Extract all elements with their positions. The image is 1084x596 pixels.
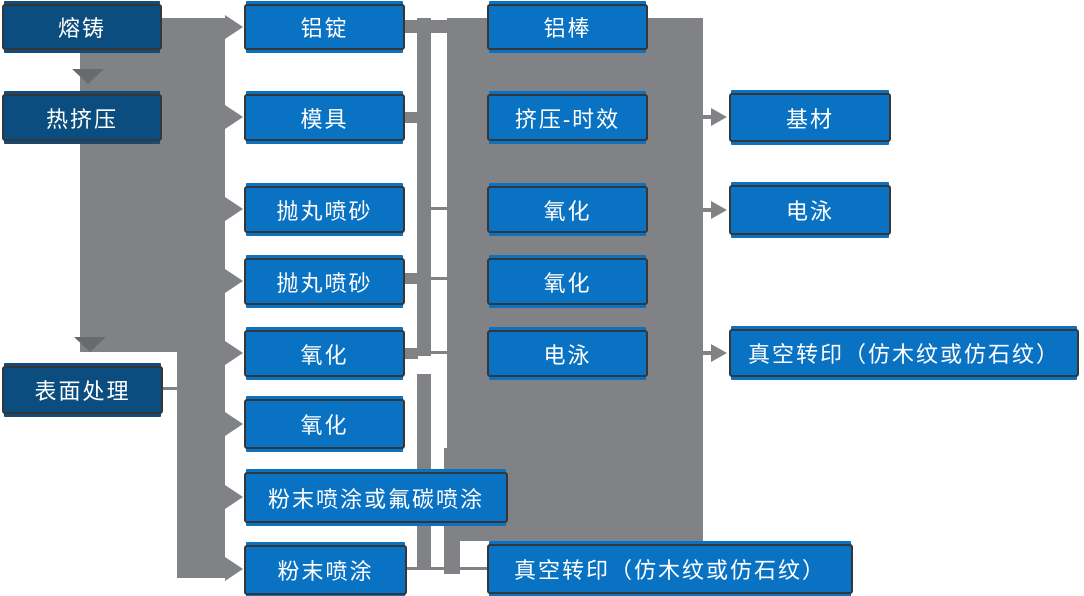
arrowhead-down-to-hot-extrusion [72, 69, 104, 84]
connector-stub-ingot-left [405, 20, 418, 33]
stage-melting-casting: 熔铸 [2, 4, 162, 50]
node-oxidation-2: 氧化 [244, 399, 405, 449]
arrowhead-to-powder [225, 557, 243, 581]
connector-shaft-electrophoresis [703, 208, 712, 212]
connector-shaft-base-material [703, 115, 712, 119]
arrowhead-to-blast2 [225, 269, 243, 293]
connector-mid-bar-upper [417, 18, 431, 356]
stage-hot-extrusion: 热挤压 [2, 94, 162, 141]
arrowhead-to-blast1 [225, 197, 243, 221]
connector-stub-oxidation1 [405, 348, 418, 359]
connector-stub-ingot-right [431, 20, 448, 33]
node-shot-blasting-2: 抛丸喷砂 [244, 258, 405, 305]
arrowhead-to-base-material [711, 108, 727, 126]
connector-shaft-vacuum-transfer [703, 351, 712, 355]
node-mold: 模具 [244, 94, 405, 141]
arrowhead-to-oxidation1 [225, 341, 243, 365]
node-powder-or-fluorocarbon-coating: 粉末喷涂或氟碳喷涂 [244, 472, 508, 523]
arrowhead-to-oxidation2 [225, 412, 243, 436]
arrowhead-to-aluminum-ingot [225, 15, 243, 39]
node-shot-blasting-1: 抛丸喷砂 [244, 186, 405, 233]
arrowhead-to-powder-fluoro [225, 485, 243, 509]
stage-surface-treatment: 表面处理 [2, 366, 163, 414]
connector-line-row4 [431, 277, 448, 280]
node-aluminum-ingot: 铝锭 [244, 4, 405, 50]
connector-stub-mold [405, 112, 418, 123]
connector-line-row3 [431, 207, 448, 210]
arrowhead-to-vacuum-transfer [711, 344, 727, 362]
node-oxidation-1: 氧化 [244, 330, 405, 377]
node-oxidation-4: 氧化 [487, 258, 648, 305]
connector-surface-treatment-link [163, 387, 179, 390]
connector-line-bottom-row [405, 567, 489, 570]
node-extrusion-aging: 挤压-时效 [487, 94, 648, 141]
node-oxidation-3: 氧化 [487, 186, 648, 233]
connector-left-rail-lower [177, 340, 225, 578]
node-aluminum-rod: 铝棒 [487, 4, 648, 50]
arrowhead-down-to-surface-treatment [74, 337, 106, 352]
connector-line-row5 [431, 351, 448, 354]
node-base-material: 基材 [729, 93, 891, 142]
node-vacuum-transfer-bottom: 真空转印（仿木纹或仿石纹） [487, 544, 853, 594]
connector-stub-blast2 [405, 273, 418, 284]
node-vacuum-transfer-right: 真空转印（仿木纹或仿石纹） [729, 329, 1079, 377]
node-electrophoresis-1: 电泳 [487, 330, 648, 377]
arrowhead-to-electrophoresis [711, 201, 727, 219]
node-powder-coating: 粉末喷涂 [244, 545, 407, 595]
connector-left-rail-upper [80, 18, 225, 352]
node-electrophoresis-2: 电泳 [729, 185, 891, 235]
arrowhead-to-mold [225, 105, 243, 129]
